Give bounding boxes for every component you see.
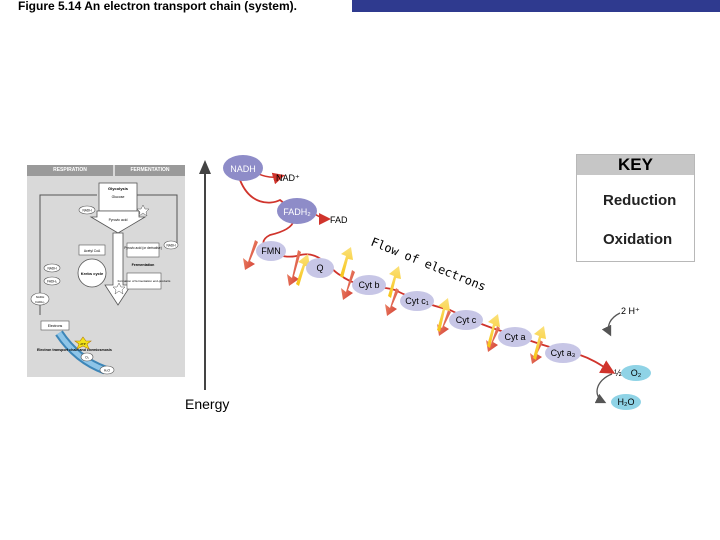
inset-nadh-label-3: NADH	[47, 267, 57, 271]
q-carrier	[306, 258, 334, 278]
key-reduction-label: Reduction	[603, 192, 677, 209]
two-h-arrow	[601, 312, 621, 337]
energy-label: Energy	[185, 396, 230, 412]
inset-fadh2-label-2: FADH₂	[35, 300, 45, 304]
water-molecule	[611, 394, 641, 410]
inset-acetyl-coa-label: Acetyl CoA	[84, 249, 101, 253]
cyt-a3-carrier	[545, 343, 581, 363]
inset-nadh-label-1: NADH	[82, 209, 92, 213]
oxygen-to-water-arrow	[594, 373, 613, 404]
o2-label: O₂	[631, 368, 642, 378]
cyt-c1-label: Cyt c₁	[405, 296, 429, 306]
inset-h2o-label: H₂O	[104, 369, 111, 373]
inset-nadh-label-2: NADH	[166, 244, 176, 248]
fmn-carrier	[256, 241, 286, 261]
fad-label: FAD	[330, 215, 348, 225]
cyt-c-label: Cyt c	[456, 315, 477, 325]
key-title: KEY	[577, 155, 694, 175]
metabolism-overview-inset: RESPIRATION FERMENTATION Glycolysis Gluc…	[27, 165, 185, 377]
inset-etc-label: Electron transport chain and chemiosmosi…	[37, 348, 112, 352]
inset-glucose-label: Glucose	[112, 195, 125, 199]
energy-axis-arrowhead	[199, 160, 211, 174]
inset-pyruvic-acid-label: Pyruvic acid	[109, 218, 128, 222]
inset-respiration-header: RESPIRATION	[27, 165, 113, 176]
half-label: ½	[614, 368, 622, 378]
inset-diagram: Glycolysis Glucose Pyruvic acid Acetyl C…	[30, 182, 179, 375]
inset-krebs-cycle-label: Krebs cycle	[81, 271, 104, 276]
nad-label: NAD⁺	[276, 173, 300, 183]
cyt-b-carrier	[352, 275, 386, 295]
flow-of-electrons-label: Flow of electrons	[369, 235, 488, 294]
fadh2-label: FADH₂	[283, 207, 311, 217]
key-oxidation-label: Oxidation	[603, 231, 673, 248]
nadh-carrier	[223, 155, 263, 181]
inset-glycolysis-label: Glycolysis	[108, 186, 129, 191]
fadh2-carrier	[277, 198, 317, 224]
inset-end-products-label: Formation of fermentation end-products	[118, 279, 171, 283]
reduction-arrows	[243, 240, 543, 364]
inset-electrons-label: Electrons	[48, 324, 63, 328]
inset-fermentation-header: FERMENTATION	[115, 165, 185, 176]
key-legend: KEY Reduction Oxidation	[576, 154, 695, 262]
inset-o2-label: O₂	[85, 356, 89, 360]
oxidation-arrows	[296, 247, 546, 360]
two-h-label: 2 H⁺	[621, 306, 640, 316]
cyt-a3-label: Cyt a₃	[551, 348, 576, 358]
inset-fadh2-label-1: FADH₂	[47, 280, 58, 284]
cyt-c1-carrier	[400, 291, 434, 311]
cyt-a-label: Cyt a	[504, 332, 525, 342]
figure-title: Figure 5.14 An electron transport chain …	[18, 0, 297, 13]
cyt-c-carrier	[449, 310, 483, 330]
fmn-label: FMN	[261, 246, 281, 256]
title-background	[0, 0, 352, 12]
oxygen-molecule	[621, 365, 651, 381]
inset-atp-label: ATP	[80, 342, 86, 346]
inset-fermentation-label: Fermentation	[132, 263, 155, 267]
inset-pyruvic-derivative-label: Pyruvic acid (or derivative)	[124, 246, 162, 250]
inset-nadh-label-4: NADH	[36, 295, 45, 299]
cyt-b-label: Cyt b	[358, 280, 379, 290]
h2o-label: H₂O	[618, 397, 635, 407]
cyt-a-carrier	[498, 327, 532, 347]
nadh-label: NADH	[230, 164, 256, 174]
q-label: Q	[316, 263, 323, 273]
